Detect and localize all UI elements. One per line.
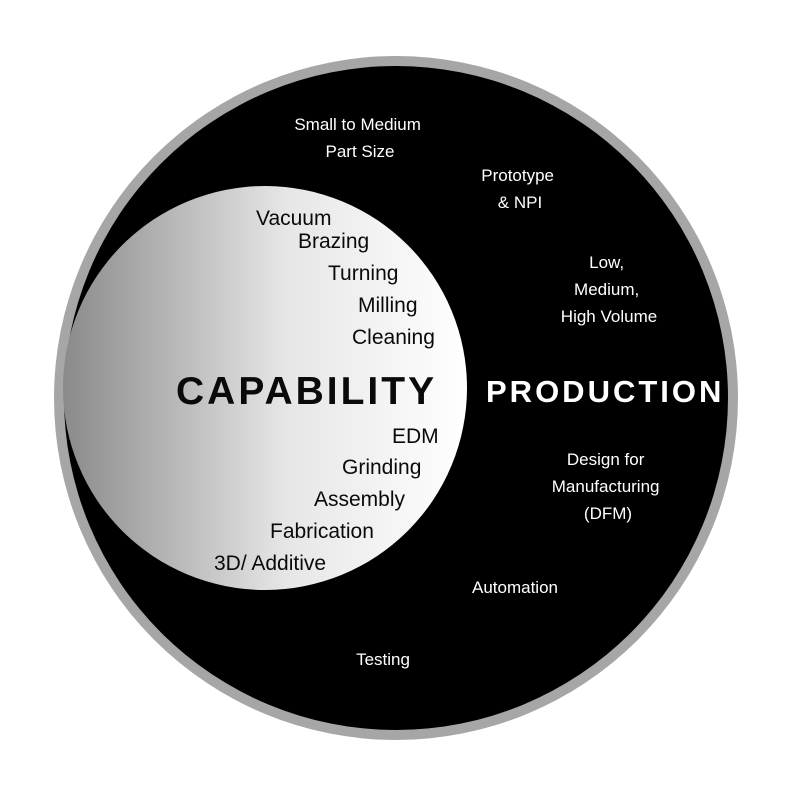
production-item-testing: Testing [356, 650, 410, 669]
capability-title: CAPABILITY [176, 370, 437, 413]
capability-item-turning: Turning [328, 262, 398, 285]
capability-item-edm: EDM [392, 425, 439, 448]
capability-item-cleaning: Cleaning [352, 326, 435, 349]
capability-circle [63, 186, 467, 590]
capability-item-grinding: Grinding [342, 456, 421, 479]
capability-item-assembly: Assembly [314, 488, 406, 511]
production-item-part-size: Small to Medium Part Size [294, 115, 425, 161]
capability-item-fabrication: Fabrication [270, 520, 374, 543]
production-title: PRODUCTION [486, 374, 724, 409]
production-item-prototype-npi: Prototype & NPI [481, 166, 559, 212]
capability-item-milling: Milling [358, 294, 418, 317]
capability-item-brazing: Brazing [298, 230, 369, 253]
capability-item-vacuum: Vacuum [256, 207, 331, 230]
capability-item-3d-additive: 3D/ Additive [214, 552, 326, 575]
production-item-volume: Low, Medium, High Volume [561, 253, 657, 326]
production-item-automation: Automation [472, 578, 558, 597]
production-item-dfm: Design for Manufacturing (DFM) [552, 450, 664, 523]
